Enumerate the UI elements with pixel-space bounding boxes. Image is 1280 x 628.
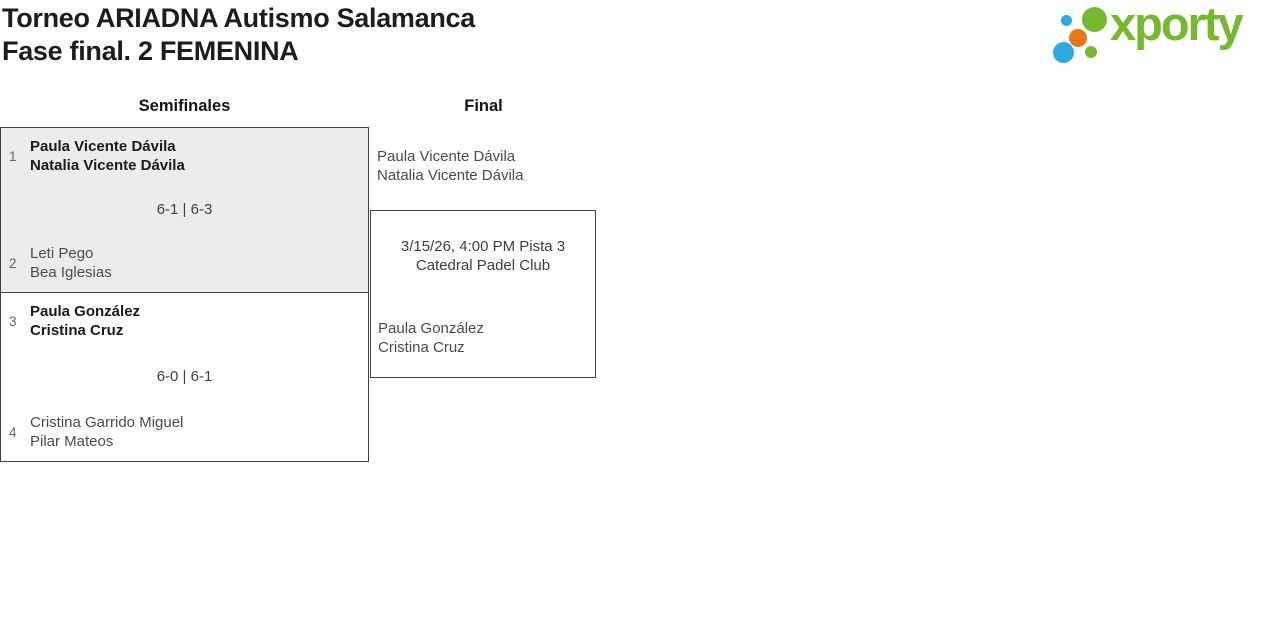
team-row: 1 Paula Vicente Dávila Natalia Vicente D… bbox=[1, 137, 368, 175]
player-name: Cristina Cruz bbox=[378, 339, 465, 356]
player-name: Paula Vicente Dávila bbox=[30, 138, 176, 155]
team-players: Leti Pego Bea Iglesias bbox=[30, 244, 112, 282]
player-name: Paula González bbox=[378, 320, 484, 337]
player-name: Paula Vicente Dávila bbox=[377, 148, 516, 165]
team-players: Paula González Cristina Cruz bbox=[30, 302, 140, 340]
final-datetime-court: 3/15/26, 4:00 PM Pista 3 bbox=[400, 238, 566, 255]
finalist-team-a: Paula Vicente Dávila Natalia Vicente Dáv… bbox=[377, 147, 523, 185]
seed-number: 3 bbox=[9, 313, 17, 329]
player-name: Pilar Mateos bbox=[30, 433, 114, 450]
player-name: Paula González bbox=[30, 303, 141, 320]
seed-number: 2 bbox=[9, 255, 17, 271]
tournament-name: Torneo ARIADNA Autismo Salamanca bbox=[2, 3, 475, 33]
match-card-semifinal-1[interactable]: 1 Paula Vicente Dávila Natalia Vicente D… bbox=[0, 127, 369, 293]
player-name: Leti Pego bbox=[30, 245, 94, 262]
final-schedule: 3/15/26, 4:00 PM Pista 3 Catedral Padel … bbox=[371, 237, 595, 275]
seed-number: 4 bbox=[9, 424, 17, 440]
seed-number: 1 bbox=[9, 148, 17, 164]
team-row: 2 Leti Pego Bea Iglesias bbox=[1, 244, 368, 282]
match-score: 6-0 | 6-1 bbox=[156, 368, 213, 385]
logo-dot-green-big-icon bbox=[1082, 7, 1107, 32]
player-name: Natalia Vicente Dávila bbox=[377, 167, 524, 184]
logo-dot-blue-big-icon bbox=[1053, 42, 1074, 63]
logo-dot-orange-icon bbox=[1069, 29, 1087, 47]
page-title: Torneo ARIADNA Autismo Salamanca Fase fi… bbox=[2, 2, 475, 68]
team-players: Cristina Garrido Miguel Pilar Mateos bbox=[30, 413, 183, 451]
logo-dot-blue-small-icon bbox=[1061, 15, 1072, 26]
logo-dot-green-small-icon bbox=[1085, 46, 1097, 58]
player-name: Natalia Vicente Dávila bbox=[30, 157, 185, 174]
player-name: Cristina Cruz bbox=[30, 322, 124, 339]
xporty-logo[interactable]: xporty bbox=[1045, 0, 1275, 67]
final-venue: Catedral Padel Club bbox=[415, 257, 551, 274]
player-name: Bea Iglesias bbox=[30, 264, 112, 281]
finalist-team-b: Paula González Cristina Cruz bbox=[378, 319, 484, 357]
team-row: 3 Paula González Cristina Cruz bbox=[1, 302, 368, 340]
match-card-final[interactable]: 3/15/26, 4:00 PM Pista 3 Catedral Padel … bbox=[370, 210, 596, 378]
xporty-wordmark: xporty bbox=[1110, 0, 1244, 50]
phase-category-name: Fase final. 2 FEMENINA bbox=[2, 36, 299, 66]
team-players: Paula Vicente Dávila Natalia Vicente Dáv… bbox=[30, 137, 185, 175]
team-row: 4 Cristina Garrido Miguel Pilar Mateos bbox=[1, 413, 368, 451]
match-card-semifinal-2[interactable]: 3 Paula González Cristina Cruz 6-0 | 6-1… bbox=[0, 292, 369, 462]
player-name: Cristina Garrido Miguel bbox=[30, 414, 184, 431]
match-score: 6-1 | 6-3 bbox=[156, 201, 213, 218]
round-header-semifinals: Semifinales bbox=[138, 97, 231, 115]
round-header-final: Final bbox=[464, 97, 503, 115]
